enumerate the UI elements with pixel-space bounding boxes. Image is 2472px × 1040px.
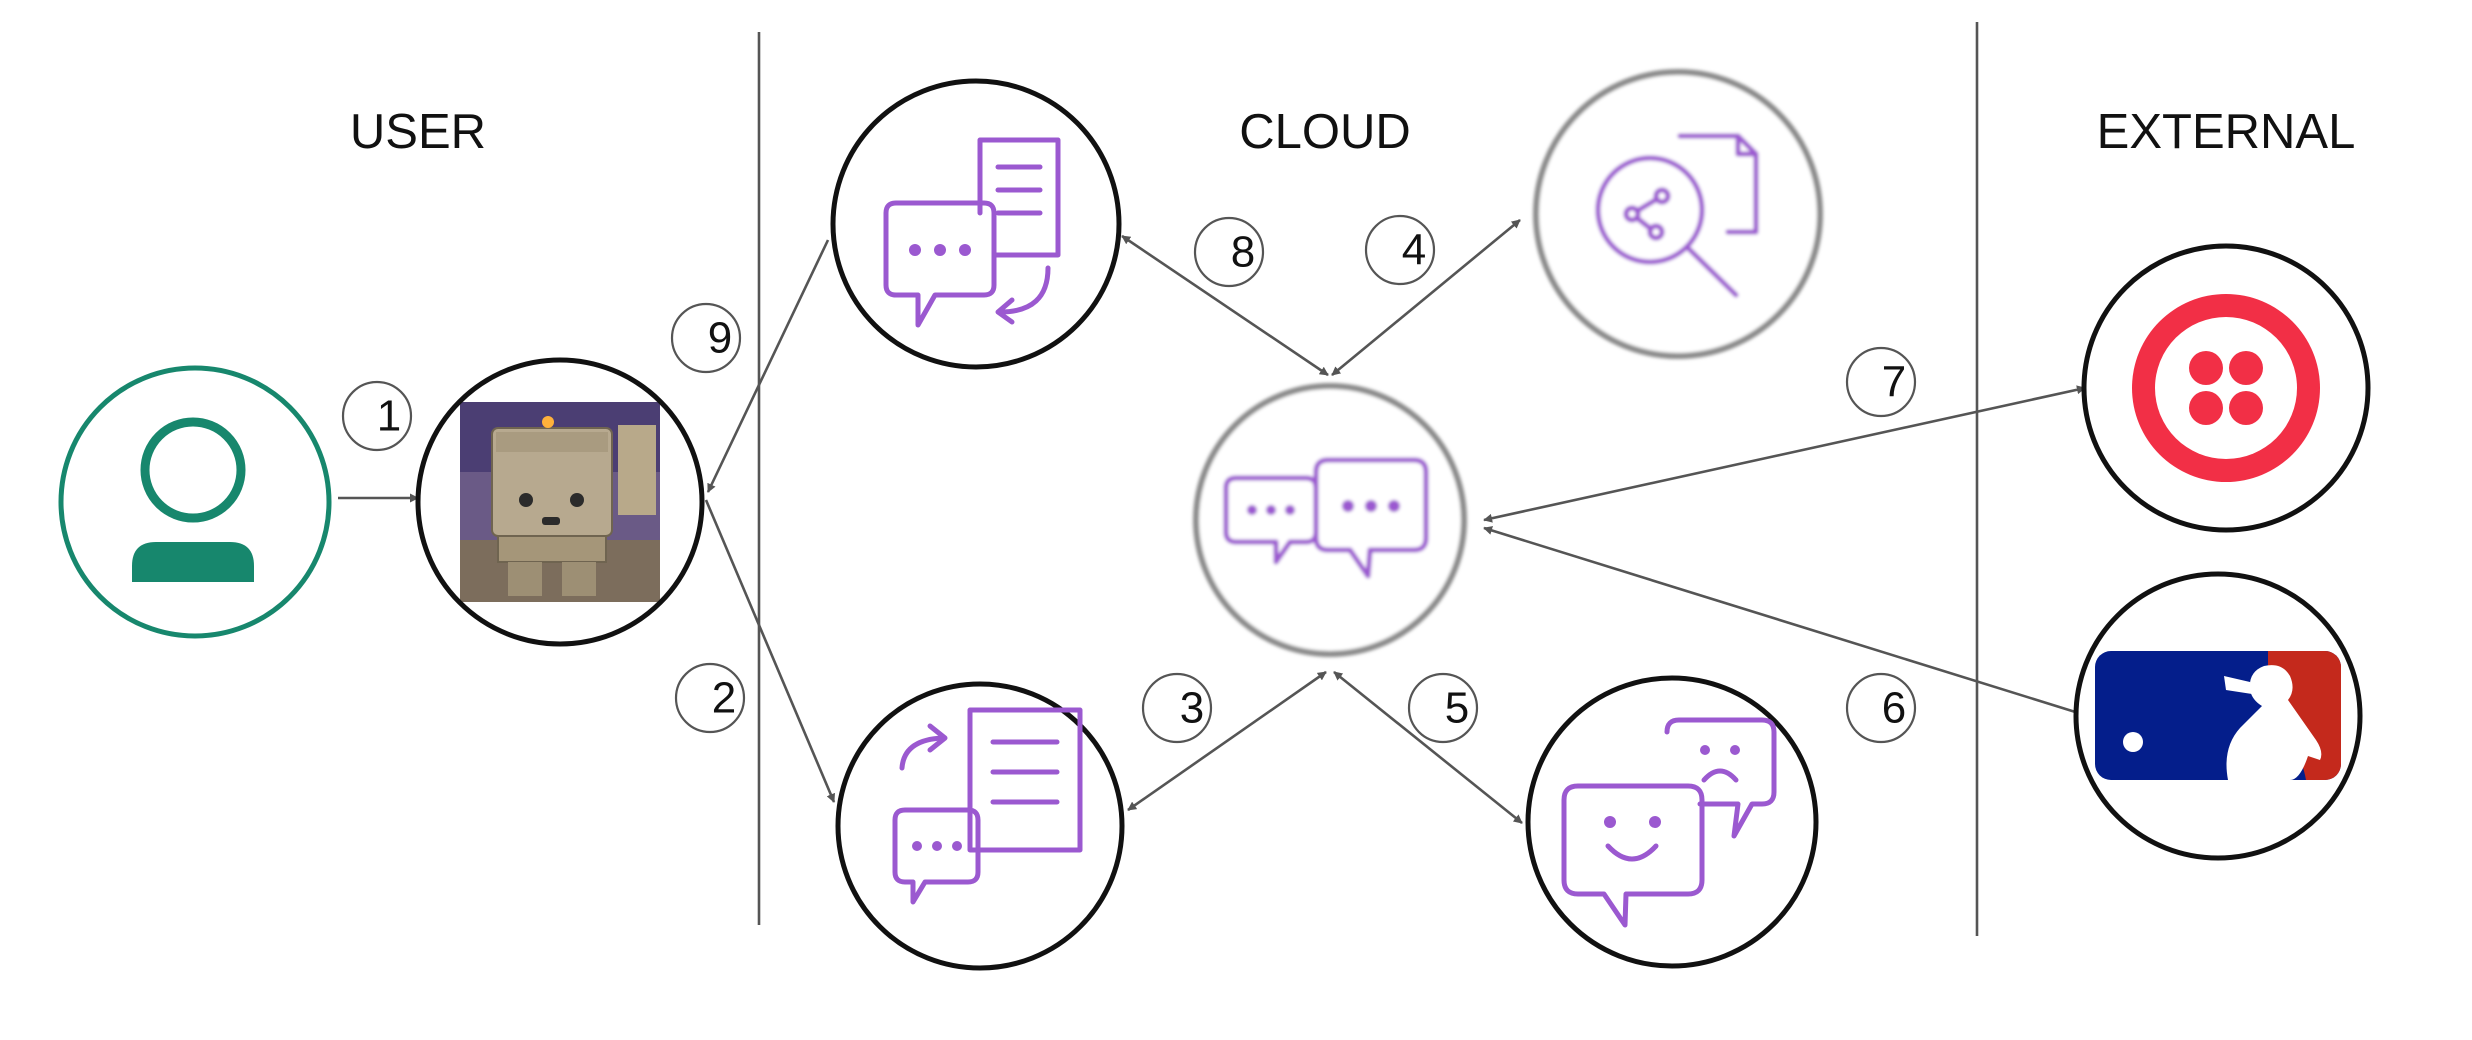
section-title-user: USER [350,105,486,159]
arrow-conversation-mlb [1483,526,2086,717]
user-icon [132,417,254,582]
arrow-robot-to-text-to-speech [704,499,836,803]
step-label: 9 [708,314,732,363]
mlb-node [2073,571,2363,861]
discovery-node [1533,69,1823,359]
text-to-speech-node [835,681,1125,971]
tone-faces-icon [1561,717,1777,928]
section-title-cloud: CLOUD [1239,105,1411,159]
step-5: 5 [1407,672,1479,744]
speech-to-text-node [830,78,1122,370]
step-label: 4 [1402,226,1426,275]
tone-analyzer-node [1525,675,1819,969]
step-9: 9 [670,302,742,374]
step-7: 7 [1845,346,1917,418]
arrows [338,218,2086,825]
step-6: 6 [1845,672,1917,744]
arrow-conversation-discovery [1331,218,1521,377]
twilio-node [2081,243,2371,533]
arrow-conversation-tone [1333,670,1523,825]
step-2: 2 [674,662,746,734]
step-label: 5 [1445,684,1469,733]
step-1: 1 [341,380,413,452]
arrow-conversation-twilio [1483,385,2086,523]
conversation-node [1193,383,1467,657]
step-label: 8 [1231,228,1255,277]
robot-photo [460,402,660,602]
document-to-chat-icon [892,707,1083,905]
step-label: 3 [1180,684,1204,733]
step-4: 4 [1364,214,1436,286]
user-node [58,365,332,639]
step-8: 8 [1193,216,1265,288]
arrow-conversation-text-to-speech [1127,670,1327,812]
section-title-external: EXTERNAL [2097,105,2356,159]
step-3: 3 [1141,672,1213,744]
twilio-logo [2132,294,2320,482]
robot-node [415,357,705,647]
step-label: 7 [1882,358,1906,407]
step-label: 6 [1882,684,1906,733]
discovery-search-icon [1595,133,1759,298]
step-label: 2 [712,674,736,723]
conversation-icon [1223,457,1429,579]
mlb-logo [2095,651,2341,780]
arrow-conversation-speech-to-text [1121,234,1329,377]
arrow-speech-to-text-to-robot [706,239,830,493]
step-label: 1 [377,392,401,441]
chat-to-document-icon [883,137,1061,328]
